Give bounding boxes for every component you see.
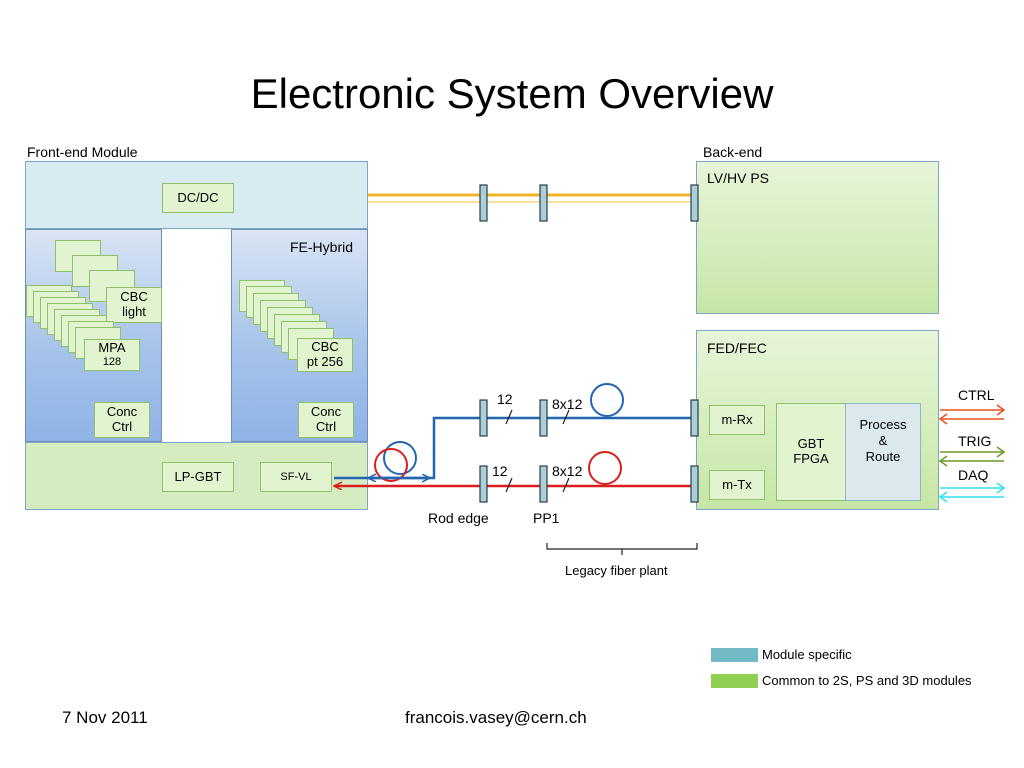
connector (479, 184, 488, 222)
m-rx-block: m-Rx (709, 405, 765, 435)
daq-label: DAQ (958, 467, 989, 483)
conc-ctrl-line2: Ctrl (315, 419, 337, 434)
connector (539, 465, 548, 503)
conc-ctrl-line1: Conc (106, 404, 138, 420)
legacy-fiber-label: Legacy fiber plant (565, 563, 668, 578)
process-line3: Route (865, 449, 901, 465)
power-lines (368, 193, 696, 203)
blue-fiber-coil (383, 441, 417, 475)
fiber-count-pp1-top: 8x12 (552, 396, 583, 412)
fe-hybrid-label: FE-Hybrid (290, 239, 354, 255)
ctrl-arrows (938, 404, 1006, 425)
gbt-line1: GBT (797, 436, 825, 452)
connector (479, 399, 488, 437)
gbt-line2: FPGA (793, 451, 829, 466)
mpa-line1: MPA (98, 340, 126, 356)
process-line1: Process (859, 416, 907, 432)
connector (539, 399, 548, 437)
connector (690, 465, 699, 503)
pp1-label: PP1 (533, 510, 560, 526)
blue-fiber (368, 383, 696, 478)
connector (690, 399, 699, 437)
footer-email: francois.vasey@cern.ch (405, 708, 587, 727)
lvhv-label: LV/HV PS (707, 170, 769, 186)
conc-ctrl-line2: Ctrl (111, 419, 133, 434)
legend-swatch-module (711, 648, 758, 662)
fedfec-label: FED/FEC (707, 340, 767, 356)
lpgbt-block: LP-GBT (162, 462, 234, 492)
trig-arrows (938, 446, 1006, 467)
m-tx-block: m-Tx (709, 470, 765, 500)
connector (539, 184, 548, 222)
legend-label-common: Common to 2S, PS and 3D modules (762, 673, 972, 688)
daq-arrows (938, 482, 1006, 503)
frontend-heading: Front-end Module (27, 144, 138, 160)
fiber-count-rod-bottom: 12 (492, 463, 508, 479)
red-fiber-coil (588, 451, 622, 485)
fiber-count-rod-top: 12 (497, 391, 513, 407)
lvhv-ps-box (696, 161, 939, 314)
ctrl-label: CTRL (958, 387, 995, 403)
connector (690, 184, 699, 222)
cbc-pt-line2: pt 256 (306, 354, 344, 369)
backend-heading: Back-end (703, 144, 763, 160)
legacy-bracket (546, 543, 698, 555)
cbc-light-line1: CBC (120, 289, 148, 305)
process-line2: & (878, 432, 888, 448)
fiber-count-pp1-bottom: 8x12 (552, 463, 583, 479)
legend-swatch-common (711, 674, 758, 688)
cbc-pt-line1: CBC (311, 339, 339, 355)
trig-label: TRIG (958, 433, 992, 449)
cbc-light-line2: light (122, 304, 146, 319)
process-route-block: Process&Route (845, 403, 921, 501)
connector (479, 465, 488, 503)
dcdc-block: DC/DC (162, 183, 234, 213)
conc-ctrl-line1: Conc (310, 404, 342, 420)
mpa-line2: 128 (102, 356, 122, 369)
blue-fiber-coil (590, 383, 624, 417)
page-title: Electronic System Overview (250, 70, 774, 117)
red-fiber-coil (374, 448, 408, 482)
bundle-marks (505, 409, 570, 493)
legend-label-module: Module specific (762, 647, 852, 662)
rod-edge-label: Rod edge (428, 510, 489, 526)
sfvl-block: SF-VL (260, 462, 332, 492)
footer-date: 7 Nov 2011 (62, 708, 148, 727)
connectors (479, 184, 699, 503)
red-fiber (334, 448, 696, 486)
